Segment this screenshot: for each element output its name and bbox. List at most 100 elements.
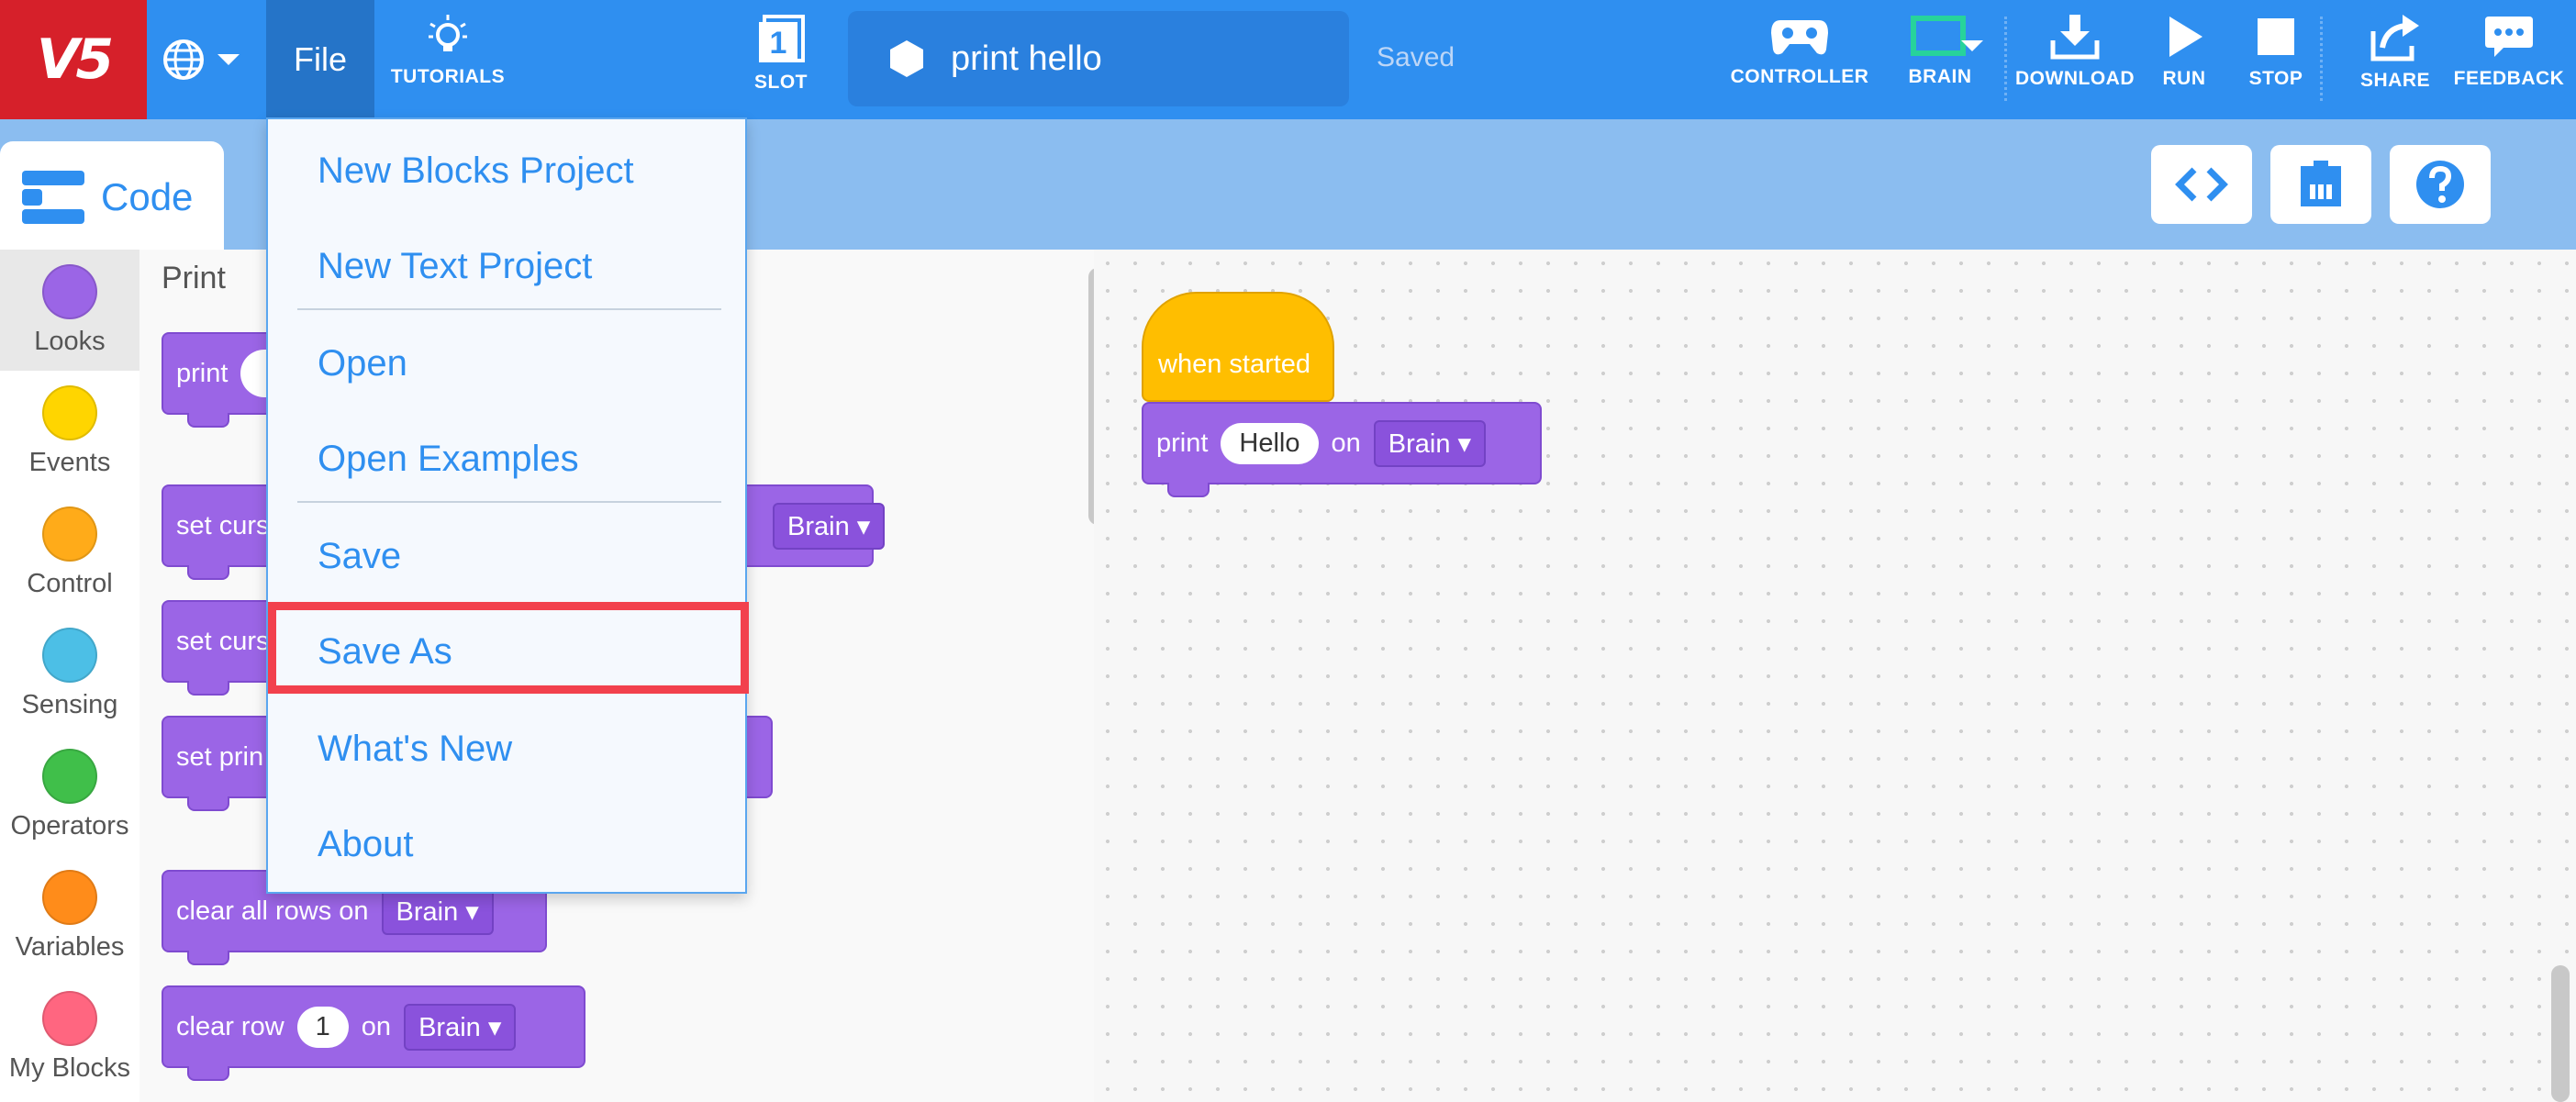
tab-code[interactable]: Code — [0, 141, 224, 253]
file-menu-button[interactable]: File — [266, 0, 374, 119]
workspace-print-block[interactable]: print Hello on Brain ▾ — [1142, 402, 1542, 497]
category-label: Operators — [10, 811, 129, 840]
menu-item-whats-new[interactable]: What's New — [318, 729, 513, 769]
text-code-view-button[interactable] — [2151, 145, 2252, 224]
menu-item-save-as[interactable]: Save As — [318, 631, 452, 672]
vex-logo[interactable]: V5 — [0, 0, 147, 119]
tutorials-button[interactable]: TUTORIALS — [387, 13, 508, 110]
block-label: clear row — [176, 1011, 284, 1041]
code-brackets-icon — [2175, 167, 2228, 202]
run-button[interactable]: RUN — [2151, 13, 2217, 110]
tutorials-label: TUTORIALS — [390, 66, 506, 87]
category-events[interactable]: Events — [0, 371, 139, 492]
brain-label: BRAIN — [1908, 66, 1972, 87]
block-label: set curs — [176, 626, 270, 656]
brain-button[interactable]: BRAIN — [1885, 13, 1995, 110]
block-notch — [187, 796, 229, 811]
share-label: SHARE — [2359, 70, 2430, 91]
category-sensing[interactable]: Sensing — [0, 613, 139, 734]
save-as-highlight — [268, 602, 749, 694]
block-label: clear all rows on — [176, 896, 369, 926]
menu-item-about[interactable]: About — [318, 824, 414, 864]
block-label: set curs — [176, 510, 270, 540]
workspace-scrollbar[interactable] — [2551, 965, 2570, 1102]
share-icon — [2370, 15, 2419, 61]
category-operators[interactable]: Operators — [0, 734, 139, 855]
block-notch — [187, 1066, 229, 1081]
menu-divider — [297, 308, 721, 310]
file-label: File — [293, 40, 347, 78]
code-tab-label: Code — [101, 175, 194, 218]
category-dot — [42, 264, 97, 319]
brain-dropdown[interactable]: Brain ▾ — [1373, 419, 1487, 467]
download-button[interactable]: DOWNLOAD — [2015, 13, 2135, 110]
stop-label: STOP — [2248, 68, 2303, 89]
menu-item-new-blocks-project[interactable]: New Blocks Project — [318, 150, 634, 191]
menu-item-open-examples[interactable]: Open Examples — [318, 439, 579, 479]
brain-dropdown[interactable]: Brain ▾ — [404, 1003, 517, 1051]
row-number-input[interactable]: 1 — [296, 1006, 349, 1048]
menu-item-save[interactable]: Save — [318, 536, 402, 576]
brain-dropdown[interactable]: Brain ▾ — [381, 887, 494, 935]
block-notch — [187, 951, 229, 965]
category-label: Sensing — [21, 690, 118, 719]
category-control[interactable]: Control — [0, 492, 139, 613]
dropdown-value: Brain — [1388, 429, 1451, 459]
category-dot — [42, 991, 97, 1046]
controller-button[interactable]: CONTROLLER — [1731, 13, 1868, 110]
lightbulb-icon — [429, 15, 467, 51]
category-label: My Blocks — [8, 1053, 131, 1083]
device-info-button[interactable] — [2270, 145, 2371, 224]
language-menu[interactable] — [162, 28, 262, 92]
file-dropdown-menu: New Blocks Project New Text Project Open… — [266, 117, 747, 894]
category-dot — [42, 749, 97, 804]
logo-text: V5 — [36, 28, 114, 92]
download-label: DOWNLOAD — [2015, 68, 2135, 89]
clear-row-block[interactable]: clear row 1 on Brain ▾ — [162, 985, 585, 1081]
print-value-input[interactable]: Hello — [1221, 422, 1319, 464]
slot-label: SLOT — [754, 72, 808, 93]
slot-icon: 1 — [759, 15, 805, 62]
help-button[interactable] — [2390, 145, 2491, 224]
menu-item-open[interactable]: Open — [318, 343, 407, 384]
brain-dropdown[interactable]: Brain ▾ — [773, 502, 886, 550]
category-looks[interactable]: Looks — [0, 250, 139, 371]
code-workspace[interactable] — [1094, 250, 2576, 1102]
chevron-down-icon — [217, 54, 240, 65]
block-notch — [187, 681, 229, 696]
category-label: Control — [27, 569, 113, 598]
dropdown-value: Brain — [396, 896, 459, 927]
stop-button[interactable]: STOP — [2239, 13, 2313, 110]
palette-section-title: Print — [162, 261, 226, 295]
block-label: set prin — [176, 741, 264, 772]
share-button[interactable]: SHARE — [2347, 13, 2443, 110]
project-name: print hello — [951, 39, 1102, 78]
when-started-block[interactable]: when started — [1142, 292, 1334, 402]
category-dot — [42, 628, 97, 683]
feedback-button[interactable]: FEEDBACK — [2448, 13, 2570, 110]
category-my-blocks[interactable]: My Blocks — [0, 976, 139, 1097]
project-name-field[interactable]: print hello — [848, 11, 1349, 106]
code-blocks-icon — [22, 171, 84, 224]
top-bar: V5 File TUTORIALS 1 SLOT — [0, 0, 2576, 119]
chevron-down-icon[interactable] — [1958, 37, 1986, 55]
category-label: Looks — [34, 327, 106, 356]
ethernet-port-icon — [2301, 161, 2341, 206]
block-notch — [187, 413, 229, 428]
slot-button[interactable]: 1 SLOT — [742, 13, 820, 110]
dropdown-value: Brain — [787, 511, 850, 541]
controller-label: CONTROLLER — [1730, 66, 1869, 87]
dropdown-value: Brain — [418, 1012, 481, 1042]
category-dot — [42, 506, 97, 562]
chat-bubble-icon — [2485, 17, 2533, 57]
brain-screen-icon — [1911, 16, 1966, 56]
hexagon-icon — [890, 40, 923, 77]
category-variables[interactable]: Variables — [0, 855, 139, 976]
category-sidebar: Looks Events Control Sensing Operators V… — [0, 250, 139, 1102]
block-label: print — [176, 358, 229, 388]
menu-item-new-text-project[interactable]: New Text Project — [318, 246, 593, 286]
menu-divider — [297, 501, 721, 503]
toolbar-divider — [2320, 17, 2323, 101]
block-label: on — [361, 1011, 392, 1041]
block-notch — [1167, 483, 1210, 497]
